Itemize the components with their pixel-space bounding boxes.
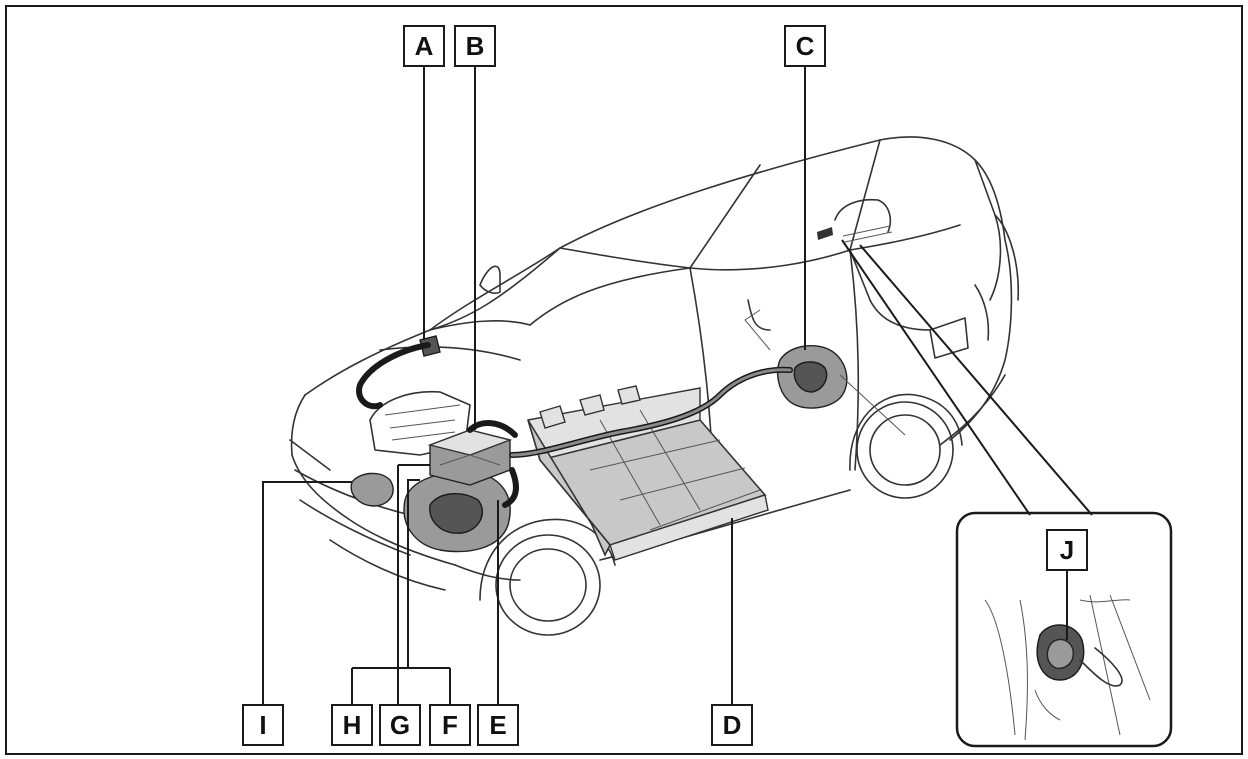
- callout-j: J: [1046, 529, 1088, 571]
- callout-a: A: [403, 25, 445, 67]
- rear-electric-motor: [744, 309, 906, 436]
- callout-f: F: [429, 704, 471, 746]
- callout-g-text: G: [390, 710, 410, 740]
- callout-i: I: [242, 704, 284, 746]
- diagram-border: [5, 5, 1243, 755]
- inset-pointer-lines: [841, 239, 1093, 516]
- callout-g: G: [379, 704, 421, 746]
- high-voltage-cables: [356, 342, 793, 508]
- leader-line-i: [262, 481, 352, 705]
- callout-e: E: [477, 704, 519, 746]
- callout-f-text: F: [442, 710, 458, 740]
- callout-h-text: H: [343, 710, 362, 740]
- leader-line-fh-bracket: [352, 479, 450, 669]
- leader-lines: [262, 66, 806, 705]
- callout-a-text: A: [415, 31, 434, 61]
- leader-line-g: [397, 464, 430, 705]
- callout-d: D: [711, 704, 753, 746]
- callout-d-text: D: [723, 710, 742, 740]
- vehicle-outline: [289, 136, 1020, 636]
- callout-c: C: [784, 25, 826, 67]
- callout-b: B: [454, 25, 496, 67]
- callout-j-text: J: [1060, 535, 1074, 565]
- service-plug-arrow: [817, 227, 833, 240]
- callout-c-text: C: [796, 31, 815, 61]
- power-control-unit: [427, 429, 513, 486]
- inset-detail-panel: [955, 511, 1173, 748]
- callout-e-text: E: [489, 710, 506, 740]
- component-i-unit: [350, 472, 394, 507]
- callout-b-text: B: [466, 31, 485, 61]
- callout-h: H: [331, 704, 373, 746]
- callout-i-text: I: [259, 710, 266, 740]
